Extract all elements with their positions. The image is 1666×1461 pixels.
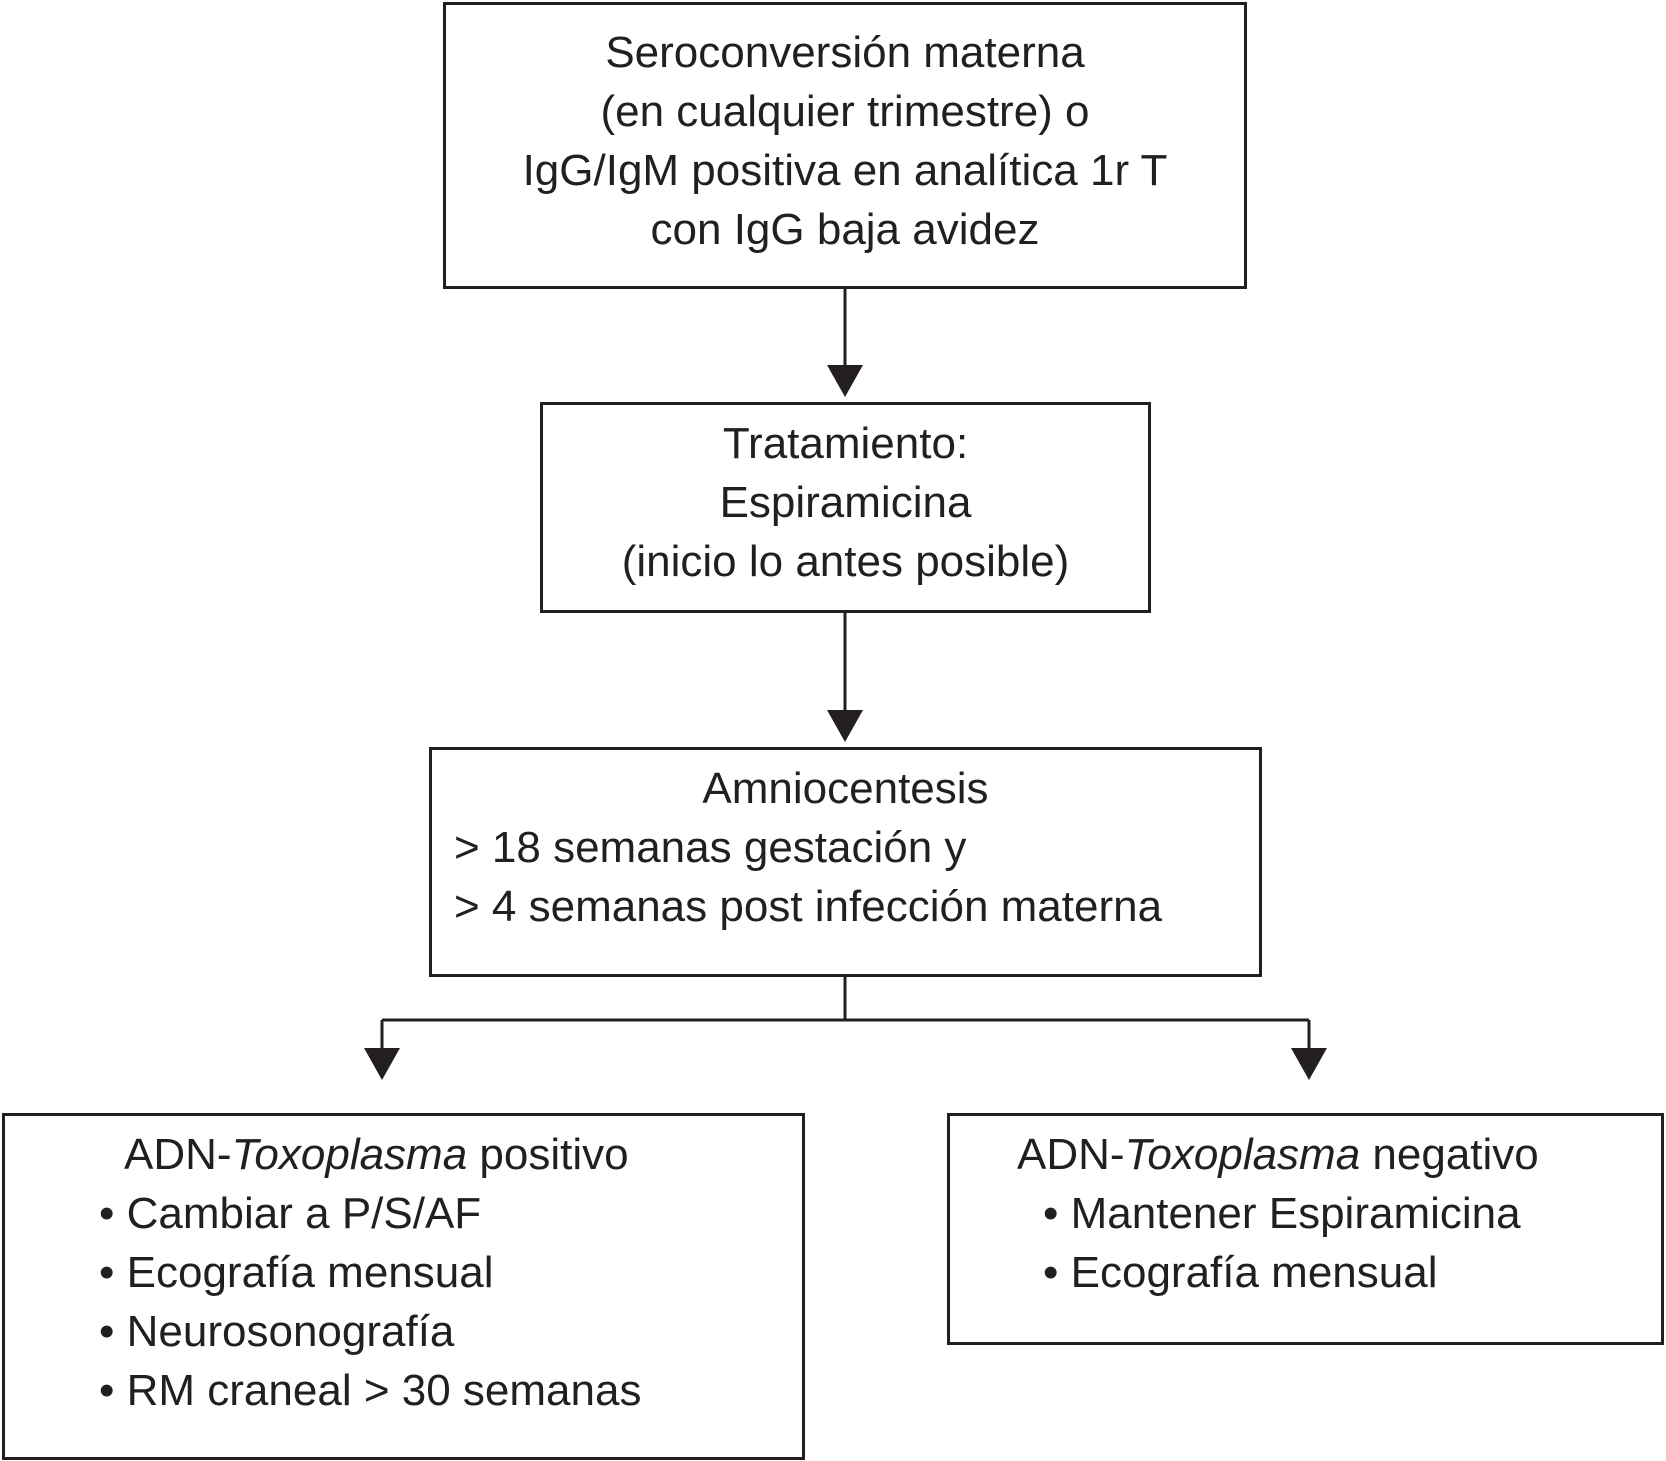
node-tratamiento-line-1: Tratamiento: (722, 419, 969, 468)
node-negativo-title-suffix: negativo (1360, 1130, 1539, 1179)
node-positivo-title-prefix: ADN- (124, 1130, 232, 1179)
node-positivo-title-italic: Toxoplasma (231, 1130, 468, 1179)
node-amniocentesis-title: Amniocentesis (702, 764, 989, 813)
node-negativo: ADN-Toxoplasma negativo • Mantener Espir… (947, 1113, 1664, 1345)
node-negativo-item-1: • Mantener Espiramicina (1043, 1189, 1521, 1238)
node-tratamiento-line-2: Espiramicina (719, 478, 972, 527)
node-amniocentesis: Amniocentesis > 18 semanas gestación y >… (429, 747, 1262, 977)
node-positivo-item-2: • Ecografía mensual (99, 1248, 494, 1297)
node-positivo: ADN-Toxoplasma positivo • Cambiar a P/S/… (2, 1113, 805, 1460)
node-tratamiento: Tratamiento: Espiramicina (inicio lo ant… (540, 402, 1151, 613)
node-negativo-title-prefix: ADN- (1017, 1130, 1125, 1179)
node-positivo-item-1: • Cambiar a P/S/AF (99, 1189, 482, 1238)
node-amniocentesis-line-2: > 4 semanas post infección materna (454, 882, 1163, 931)
node-negativo-title: ADN-Toxoplasma negativo (1017, 1126, 1539, 1184)
node-seroconversion: Seroconversión materna (en cualquier tri… (443, 2, 1247, 289)
node-seroconversion-line-4: con IgG baja avidez (650, 205, 1040, 254)
node-positivo-title: ADN-Toxoplasma positivo (124, 1126, 629, 1184)
node-tratamiento-line-3: (inicio lo antes posible) (621, 537, 1070, 586)
node-negativo-title-italic: Toxoplasma (1124, 1130, 1361, 1179)
node-positivo-item-3: • Neurosonografía (99, 1307, 455, 1356)
node-seroconversion-line-3: IgG/IgM positiva en analítica 1r T (522, 146, 1168, 195)
arrowhead-negativo (1291, 1048, 1327, 1080)
arrowhead-positivo (364, 1048, 400, 1080)
arrowhead-amniocentesis (827, 710, 863, 742)
node-seroconversion-line-2: (en cualquier trimestre) o (600, 87, 1090, 136)
arrowhead-tratamiento (827, 365, 863, 397)
node-positivo-title-suffix: positivo (467, 1130, 629, 1179)
node-negativo-item-2: • Ecografía mensual (1043, 1248, 1438, 1297)
node-positivo-item-4: • RM craneal > 30 semanas (99, 1366, 642, 1415)
node-amniocentesis-line-1: > 18 semanas gestación y (454, 823, 967, 872)
node-seroconversion-line-1: Seroconversión materna (605, 28, 1085, 77)
